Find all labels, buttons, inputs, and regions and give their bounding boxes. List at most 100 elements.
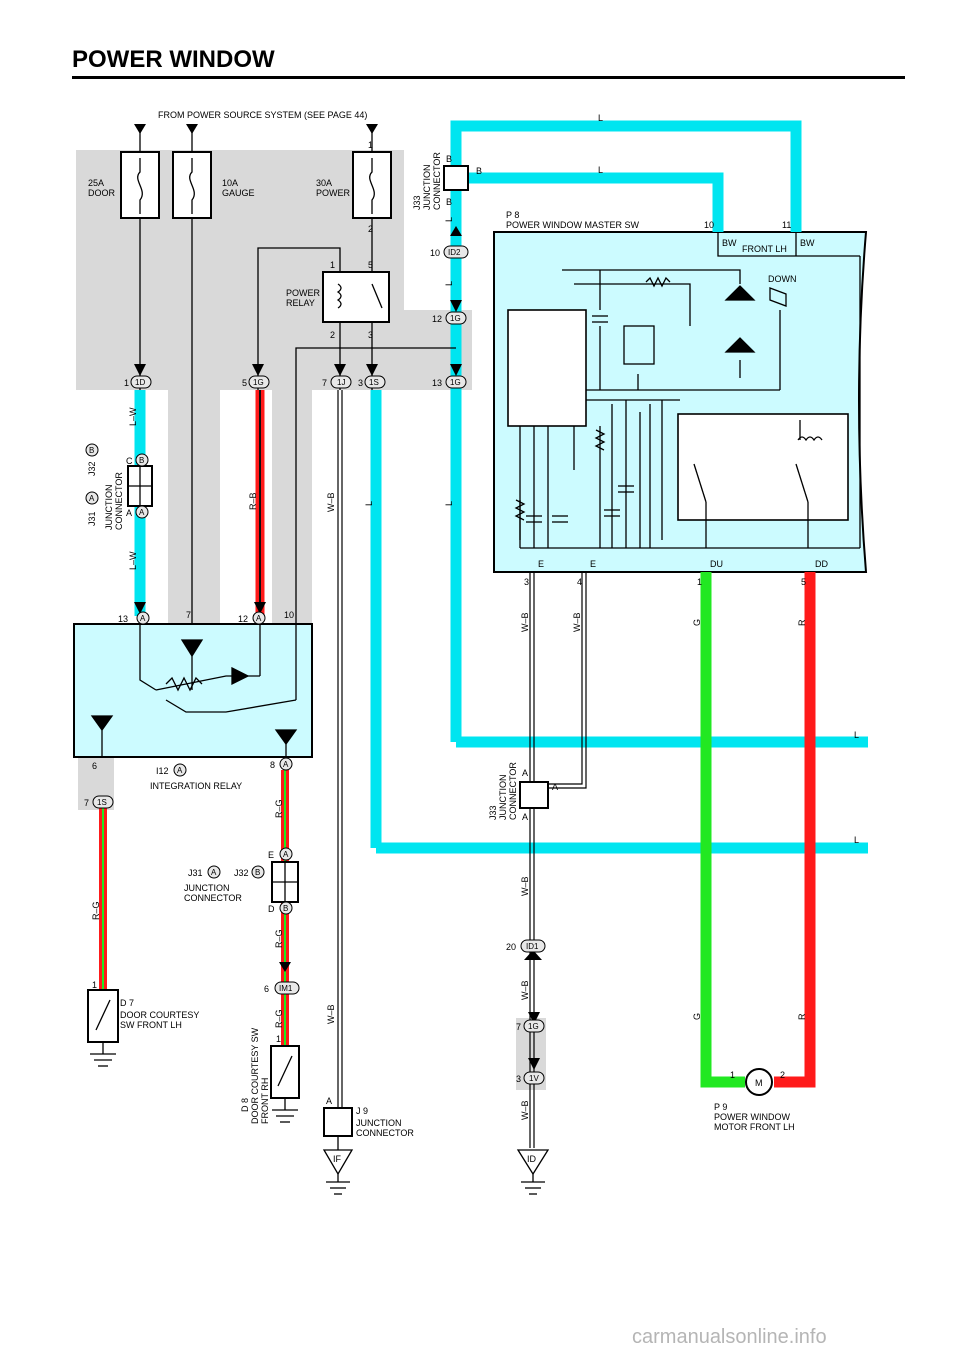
master-sw-code: P 8 xyxy=(506,210,519,220)
integration-relay-internals xyxy=(90,624,298,757)
wire-label-rg-3: R–G xyxy=(274,929,284,948)
jc-left-1: JUNCTION xyxy=(104,485,114,531)
j32-label-left: J32 xyxy=(87,461,97,476)
pin-20-id1: 20 xyxy=(506,942,516,952)
jc-right-1: JUNCTION xyxy=(184,883,230,893)
pin-13-1g: 13 xyxy=(432,378,442,388)
pin-c: C xyxy=(126,456,133,466)
page-title: POWER WINDOW xyxy=(72,46,275,73)
wire-label-l-3: L xyxy=(444,217,454,222)
j31-label-left: J31 xyxy=(87,511,97,526)
i12-label: I12 xyxy=(156,766,169,776)
j33-top-label-2: JUNCTION xyxy=(422,165,432,211)
tag-1g-12: 1G xyxy=(450,314,461,323)
d7-name-2: SW FRONT LH xyxy=(120,1020,182,1030)
wire-label-l-5: L xyxy=(598,113,603,123)
fuse-power-name: POWER xyxy=(316,188,351,198)
ground-if: IF xyxy=(333,1154,342,1164)
pin-2-fuse: 2 xyxy=(368,224,373,234)
tag-1g-13: 1G xyxy=(450,378,461,387)
j31-j32-right-connector xyxy=(271,861,299,903)
wire-label-r-1: R xyxy=(797,619,807,626)
bw-left: BW xyxy=(722,238,737,248)
pin-3-p8: 3 xyxy=(524,577,529,587)
tag-1s-7: 1S xyxy=(97,798,107,807)
wire-label-l-8: L xyxy=(854,835,859,845)
pin-12-a: 12 xyxy=(238,614,248,624)
pin-12-1g: 12 xyxy=(432,314,442,324)
fuse-gauge xyxy=(172,151,212,219)
pin-7-1j: 7 xyxy=(322,378,327,388)
wire-label-wb-5: W–B xyxy=(520,980,530,1000)
j33-mid-connector xyxy=(519,781,549,809)
pin-1-d7: 1 xyxy=(92,980,97,990)
front-lh-label: FRONT LH xyxy=(742,244,787,254)
p9-name-1: POWER WINDOW xyxy=(714,1112,790,1122)
fuse-gauge-rating: 10A xyxy=(222,178,238,188)
pin-10-i12: 10 xyxy=(284,610,294,620)
tag-a-conn: A xyxy=(139,508,145,517)
tag-a-12: A xyxy=(256,614,262,623)
pin-5-relay: 5 xyxy=(368,260,373,270)
pin-1-d8: 1 xyxy=(276,1034,281,1044)
wire-label-g-2: G xyxy=(692,1013,702,1020)
pin-3-relay: 3 xyxy=(368,330,373,340)
wire-r xyxy=(774,572,816,1088)
pin-b-3: B xyxy=(446,197,452,207)
pin-11-p8: 11 xyxy=(782,220,791,230)
tag-1d: 1D xyxy=(135,378,145,387)
j9-name-1: JUNCTION xyxy=(356,1118,402,1128)
pin-3-1v: 3 xyxy=(516,1074,521,1084)
wire-label-rb: R–B xyxy=(248,492,258,510)
wire-label-rg-1: R–G xyxy=(274,799,284,818)
pin-13-a: 13 xyxy=(118,614,128,624)
fuse-power-rating: 30A xyxy=(316,178,332,188)
p9-name-2: MOTOR FRONT LH xyxy=(714,1122,795,1132)
j9-name-2: CONNECTOR xyxy=(356,1128,414,1138)
wire-label-wb-3: W–B xyxy=(572,612,582,632)
tag-id2: ID2 xyxy=(448,248,461,257)
pin-1-1d: 1 xyxy=(124,378,129,388)
tag-1j: 1J xyxy=(337,378,345,387)
pin-a-j33-3: A xyxy=(522,812,528,822)
d7-code: D 7 xyxy=(120,998,134,1008)
motor-m: M xyxy=(755,1078,763,1088)
j33-mid-label-1: J33 xyxy=(488,805,498,820)
j33-top-connector xyxy=(443,165,469,191)
fuse-door-rating: 25A xyxy=(88,178,104,188)
pin-e: E xyxy=(268,850,274,860)
pin-4-p8: 4 xyxy=(577,577,582,587)
jc-left-2: CONNECTOR xyxy=(114,472,124,530)
pin-1-fuse: 1 xyxy=(368,140,373,150)
door-courtesy-sw-front-rh xyxy=(270,1045,300,1110)
wire-label-rg-4: R–G xyxy=(274,1009,284,1028)
tag-a-13: A xyxy=(140,614,146,623)
master-switch-internals xyxy=(507,232,861,549)
j33-top-label-1: J33 xyxy=(412,195,422,210)
wire-label-lw-2: L–W xyxy=(128,551,138,570)
pin-a-j9: A xyxy=(326,1096,332,1106)
pin-2-motor: 2 xyxy=(780,1070,785,1080)
j9-code: J 9 xyxy=(356,1106,368,1116)
pin-b-2: B xyxy=(476,166,482,176)
relay-label-1: POWER xyxy=(286,288,321,298)
pin-5-1g: 5 xyxy=(242,378,247,388)
tag-1s-3: 1S xyxy=(369,378,379,387)
tag-a-i12: A xyxy=(177,766,183,775)
bw-right: BW xyxy=(800,238,815,248)
wire-label-wb-2: W–B xyxy=(520,612,530,632)
wire-label-wb-4: W–B xyxy=(520,876,530,896)
terminal-e-1: E xyxy=(538,559,544,569)
fuse-gauge-name: GAUGE xyxy=(222,188,255,198)
ground-symbols xyxy=(90,1053,550,1195)
wire-rg xyxy=(99,770,289,1050)
wire-label-wb-1: W–B xyxy=(326,492,336,512)
pin-a-j33-1: A xyxy=(522,768,528,778)
watermark: carmanualsonline.info xyxy=(632,1326,827,1348)
power-window-motor xyxy=(745,1068,773,1096)
shade-column-2 xyxy=(272,390,312,624)
tag-j32-b-left: B xyxy=(89,446,94,455)
master-sw-name: POWER WINDOW MASTER SW xyxy=(506,220,639,230)
pin-a-j33-2: A xyxy=(552,782,558,792)
